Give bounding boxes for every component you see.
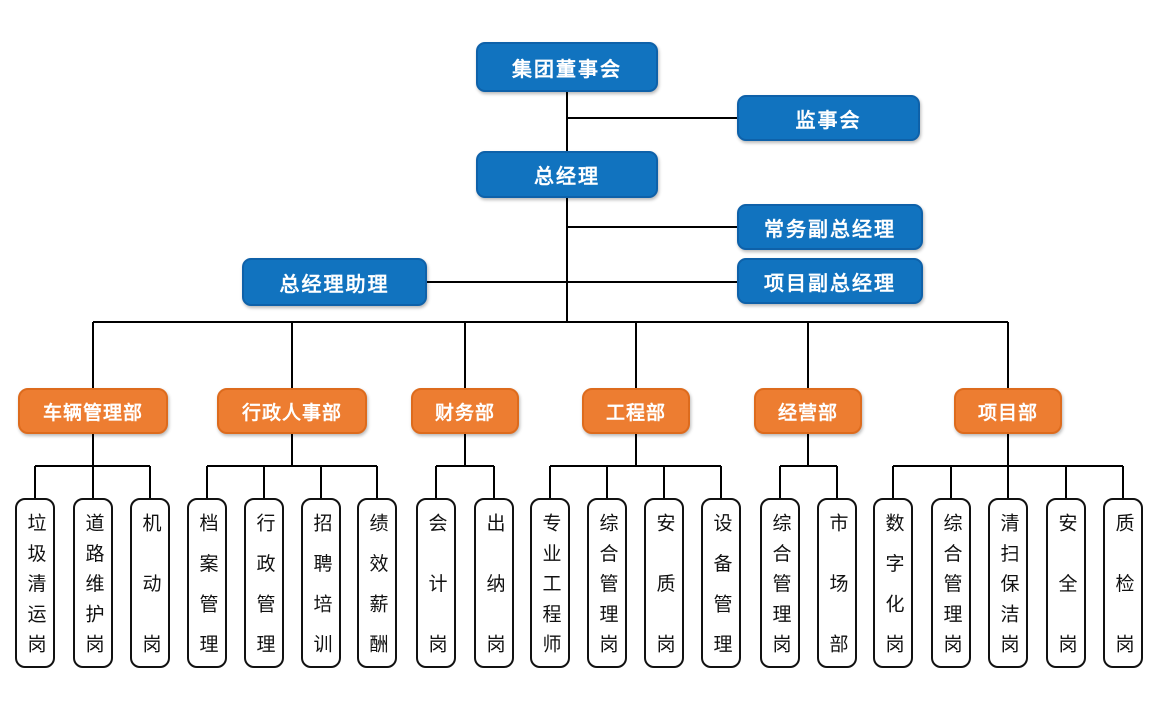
- node-group-board: 集团董事会: [476, 42, 658, 92]
- position-label: 招聘培训: [310, 513, 332, 653]
- department-admin-hr: 行政人事部: [217, 388, 367, 434]
- position-garbage-removal: 垃圾清运岗: [15, 498, 55, 668]
- department-projects: 项目部: [954, 388, 1062, 434]
- department-vehicle-management: 车辆管理部: [18, 388, 168, 434]
- department-engineering: 工程部: [582, 388, 690, 434]
- position-label: 综合管理岗: [940, 513, 962, 653]
- department-finance: 财务部: [411, 388, 519, 434]
- node-project-deputy-gm: 项目副总经理: [737, 258, 923, 304]
- position-recruitment-training: 招聘培训: [301, 498, 341, 668]
- position-road-maintenance: 道路维护岗: [73, 498, 113, 668]
- position-quality-inspection: 质检岗: [1103, 498, 1143, 668]
- node-executive-deputy-gm: 常务副总经理: [737, 204, 923, 250]
- node-gm-assistant: 总经理助理: [242, 258, 427, 306]
- position-general-management-projects: 综合管理岗: [931, 498, 971, 668]
- department-operations: 经营部: [754, 388, 862, 434]
- position-digitalization: 数字化岗: [873, 498, 913, 668]
- position-label: 机动岗: [139, 513, 161, 653]
- position-label: 综合管理岗: [769, 513, 791, 653]
- position-general-management-engineering: 综合管理岗: [587, 498, 627, 668]
- position-safety-quality: 安质岗: [644, 498, 684, 668]
- position-label: 安质岗: [653, 513, 675, 653]
- position-archive-management: 档案管理: [187, 498, 227, 668]
- position-label: 行政管理: [253, 513, 275, 653]
- position-label: 数字化岗: [882, 513, 904, 653]
- position-cleaning: 清扫保洁岗: [988, 498, 1028, 668]
- position-label: 设备管理: [710, 513, 732, 653]
- position-general-management-operations: 综合管理岗: [760, 498, 800, 668]
- position-label: 垃圾清运岗: [24, 513, 46, 653]
- position-label: 道路维护岗: [82, 513, 104, 653]
- position-label: 综合管理岗: [596, 513, 618, 653]
- position-accounting: 会计岗: [416, 498, 456, 668]
- position-equipment-management: 设备管理: [701, 498, 741, 668]
- position-label: 档案管理: [196, 513, 218, 653]
- position-label: 安全岗: [1055, 513, 1077, 653]
- position-label: 质检岗: [1112, 513, 1134, 653]
- position-safety: 安全岗: [1046, 498, 1086, 668]
- position-label: 专业工程师: [539, 513, 561, 653]
- position-label: 清扫保洁岗: [997, 513, 1019, 653]
- position-label: 市场部: [826, 513, 848, 653]
- position-professional-engineer: 专业工程师: [530, 498, 570, 668]
- node-general-manager: 总经理: [476, 151, 658, 198]
- position-label: 会计岗: [425, 513, 447, 653]
- position-label: 出纳岗: [483, 513, 505, 653]
- position-label: 绩效薪酬: [366, 513, 388, 653]
- position-market: 市场部: [817, 498, 857, 668]
- node-supervisory-board: 监事会: [737, 95, 920, 141]
- position-admin-management: 行政管理: [244, 498, 284, 668]
- position-cashier: 出纳岗: [474, 498, 514, 668]
- position-performance-compensation: 绩效薪酬: [357, 498, 397, 668]
- position-mobile: 机动岗: [130, 498, 170, 668]
